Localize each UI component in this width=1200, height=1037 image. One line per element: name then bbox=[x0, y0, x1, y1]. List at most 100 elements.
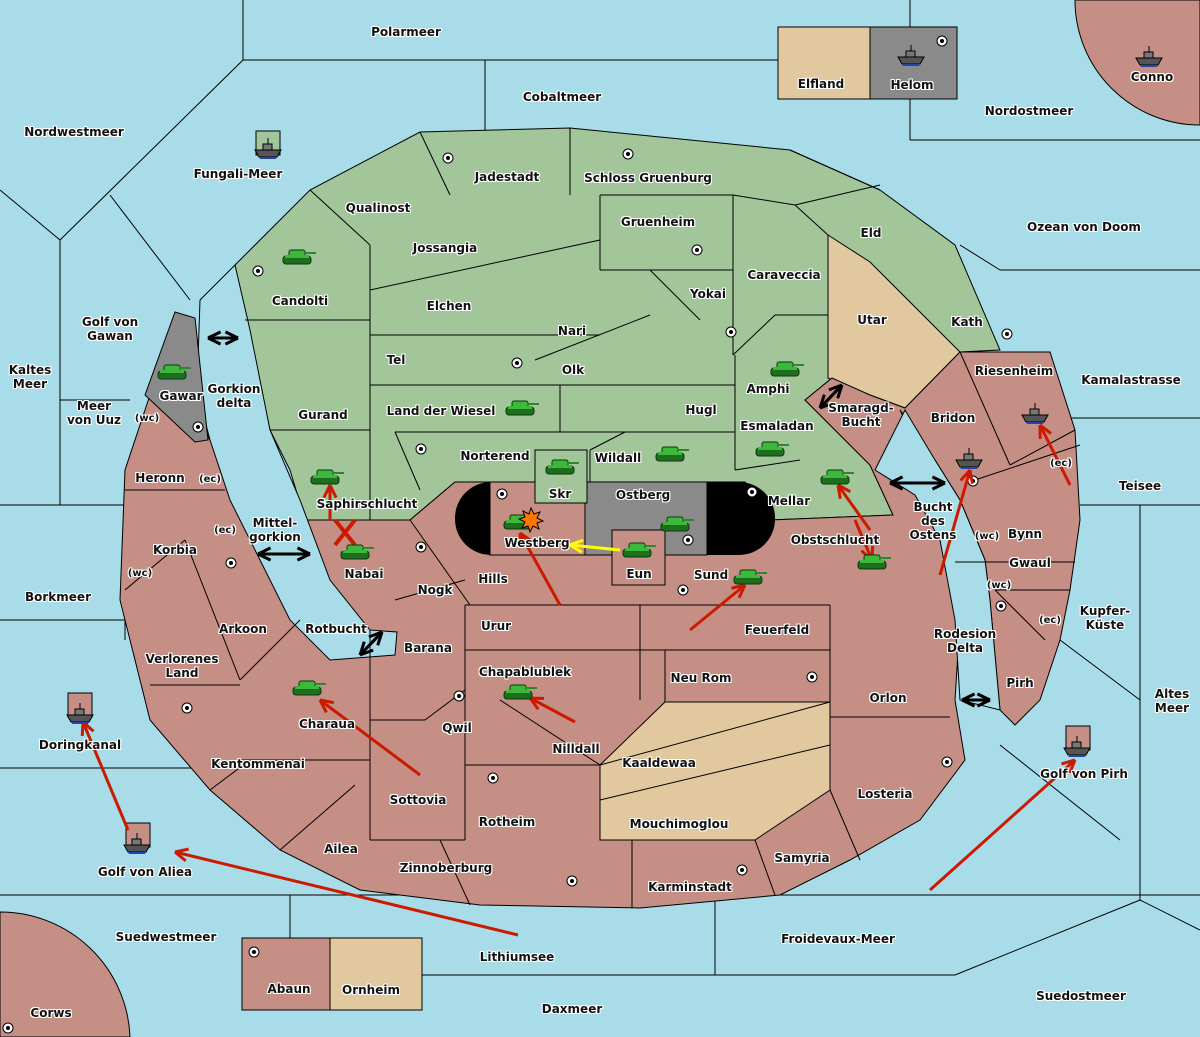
region-label[interactable]: Nordwestmeer bbox=[24, 125, 124, 139]
region-label[interactable]: Esmaladan bbox=[740, 419, 814, 433]
region-label[interactable]: Conno bbox=[1130, 70, 1174, 84]
region-label[interactable]: Golf von Gawan bbox=[81, 315, 139, 343]
region-label[interactable]: Tel bbox=[386, 353, 406, 367]
region-label[interactable]: Heronn bbox=[135, 471, 185, 485]
region-label[interactable]: Kentommenai bbox=[211, 757, 305, 771]
region-label[interactable]: Teisee bbox=[1118, 479, 1162, 493]
region-label[interactable]: Helom bbox=[890, 78, 934, 92]
region-label[interactable]: Ozean von Doom bbox=[1027, 220, 1141, 234]
region-label[interactable]: Mouchimoglou bbox=[629, 817, 729, 831]
region-label[interactable]: Kath bbox=[951, 315, 983, 329]
coast-label[interactable]: (ec) bbox=[214, 525, 236, 536]
region-label[interactable]: Rotheim bbox=[478, 815, 536, 829]
region-label[interactable]: Norterend bbox=[460, 449, 530, 463]
region-label[interactable]: Nari bbox=[557, 324, 587, 338]
region-label[interactable]: Smaragd- Bucht bbox=[828, 401, 894, 429]
region-label[interactable]: Golf von Pirh bbox=[1040, 767, 1128, 781]
region-label[interactable]: Jossangia bbox=[412, 241, 478, 255]
region-label[interactable]: Gruenheim bbox=[620, 215, 696, 229]
coast-label[interactable]: (ec) bbox=[1050, 458, 1072, 469]
region-label[interactable]: Ostberg bbox=[615, 488, 671, 502]
region-label[interactable]: Qwil bbox=[442, 721, 472, 735]
region-label[interactable]: Amphi bbox=[746, 382, 790, 396]
region-label[interactable]: Saphirschlucht bbox=[316, 497, 418, 511]
region-label[interactable]: Nogk bbox=[417, 583, 453, 597]
region-label[interactable]: Olk bbox=[561, 363, 585, 377]
region-label[interactable]: Daxmeer bbox=[541, 1002, 603, 1016]
region-label[interactable]: Meer von Uuz bbox=[66, 399, 122, 427]
region-label[interactable]: Hugl bbox=[685, 403, 717, 417]
region-label[interactable]: Mittel- gorkion bbox=[249, 516, 301, 544]
region-label[interactable]: Caraveccia bbox=[747, 268, 821, 282]
region-label[interactable]: Feuerfeld bbox=[744, 623, 810, 637]
region-label[interactable]: Schloss Gruenburg bbox=[584, 171, 712, 185]
region-label[interactable]: Losteria bbox=[857, 787, 913, 801]
region-label[interactable]: Rotbucht bbox=[305, 622, 367, 636]
region-label[interactable]: Gwaul bbox=[1009, 556, 1051, 570]
region-label[interactable]: Hills bbox=[478, 572, 508, 586]
region-label[interactable]: Samyria bbox=[774, 851, 830, 865]
region-label[interactable]: Bucht des Ostens bbox=[909, 500, 957, 542]
region-label[interactable]: Wildall bbox=[594, 451, 642, 465]
region-label[interactable]: Elfland bbox=[797, 77, 845, 91]
region-label[interactable]: Yokai bbox=[689, 287, 727, 301]
region-label[interactable]: Charaua bbox=[298, 717, 356, 731]
coast-label[interactable]: (wc) bbox=[134, 413, 160, 424]
region-label[interactable]: Gurand bbox=[298, 408, 348, 422]
coast-label[interactable]: (wc) bbox=[986, 580, 1012, 591]
region-label[interactable]: Doringkanal bbox=[38, 738, 122, 752]
region-label[interactable]: Neu Rom bbox=[670, 671, 732, 685]
region-label[interactable]: Zinnoberburg bbox=[399, 861, 493, 875]
region-label[interactable]: Cobaltmeer bbox=[522, 90, 602, 104]
region-label[interactable]: Chapablublek bbox=[478, 665, 572, 679]
region-label[interactable]: Gorkion delta bbox=[207, 382, 261, 410]
region-label[interactable]: Mellar bbox=[767, 494, 811, 508]
region-label[interactable]: Eld bbox=[860, 226, 882, 240]
region-label[interactable]: Skr bbox=[548, 487, 572, 501]
region-label[interactable]: Altes Meer bbox=[1154, 687, 1190, 715]
coast-label[interactable]: (ec) bbox=[1039, 615, 1061, 626]
coast-label[interactable]: (wc) bbox=[974, 531, 1000, 542]
region-label[interactable]: Westberg bbox=[504, 536, 570, 550]
region-label[interactable]: Riesenheim bbox=[974, 364, 1054, 378]
region-label[interactable]: Obstschlucht bbox=[790, 533, 880, 547]
region-label[interactable]: Kaaldewaa bbox=[622, 756, 696, 770]
region-label[interactable]: Nilldall bbox=[552, 742, 600, 756]
region-label[interactable]: Gawar bbox=[159, 389, 203, 403]
coast-label[interactable]: (ec) bbox=[199, 474, 221, 485]
region-label[interactable]: Sottovia bbox=[389, 793, 447, 807]
region-label[interactable]: Abaun bbox=[267, 982, 311, 996]
region-label[interactable]: Land der Wiesel bbox=[386, 404, 496, 418]
region-label[interactable]: Kamalastrasse bbox=[1081, 373, 1181, 387]
region-label[interactable]: Eun bbox=[626, 567, 652, 581]
region-label[interactable]: Ailea bbox=[324, 842, 358, 856]
region-label[interactable]: Verlorenes Land bbox=[145, 652, 219, 680]
region-label[interactable]: Golf von Aliea bbox=[97, 865, 193, 879]
region-label[interactable]: Ornheim bbox=[342, 983, 400, 997]
region-label[interactable]: Polarmeer bbox=[371, 25, 441, 39]
region-label[interactable]: Jadestadt bbox=[474, 170, 540, 184]
region-label[interactable]: Sund bbox=[693, 568, 729, 582]
region-label[interactable]: Kaltes Meer bbox=[8, 363, 52, 391]
region-label[interactable]: Karminstadt bbox=[648, 880, 732, 894]
region-label[interactable]: Suedostmeer bbox=[1036, 989, 1126, 1003]
region-label[interactable]: Rodesion Delta bbox=[933, 627, 997, 655]
region-label[interactable]: Elchen bbox=[426, 299, 472, 313]
region-label[interactable]: Candolti bbox=[271, 294, 329, 308]
region-label[interactable]: Pirh bbox=[1006, 676, 1034, 690]
region-label[interactable]: Lithiumsee bbox=[479, 950, 555, 964]
region-label[interactable]: Corws bbox=[30, 1006, 72, 1020]
region-label[interactable]: Qualinost bbox=[345, 201, 411, 215]
region-label[interactable]: Utar bbox=[857, 313, 887, 327]
region-label[interactable]: Borkmeer bbox=[25, 590, 91, 604]
region-label[interactable]: Froidevaux-Meer bbox=[781, 932, 895, 946]
region-label[interactable]: Kupfer- Küste bbox=[1079, 604, 1131, 632]
region-label[interactable]: Bridon bbox=[930, 411, 976, 425]
region-label[interactable]: Orlon bbox=[869, 691, 907, 705]
coast-label[interactable]: (wc) bbox=[127, 568, 153, 579]
region-label[interactable]: Korbia bbox=[152, 543, 198, 557]
region-label[interactable]: Fungali-Meer bbox=[193, 167, 283, 181]
region-label[interactable]: Urur bbox=[480, 619, 512, 633]
region-label[interactable]: Arkoon bbox=[219, 622, 267, 636]
region-label[interactable]: Barana bbox=[404, 641, 452, 655]
